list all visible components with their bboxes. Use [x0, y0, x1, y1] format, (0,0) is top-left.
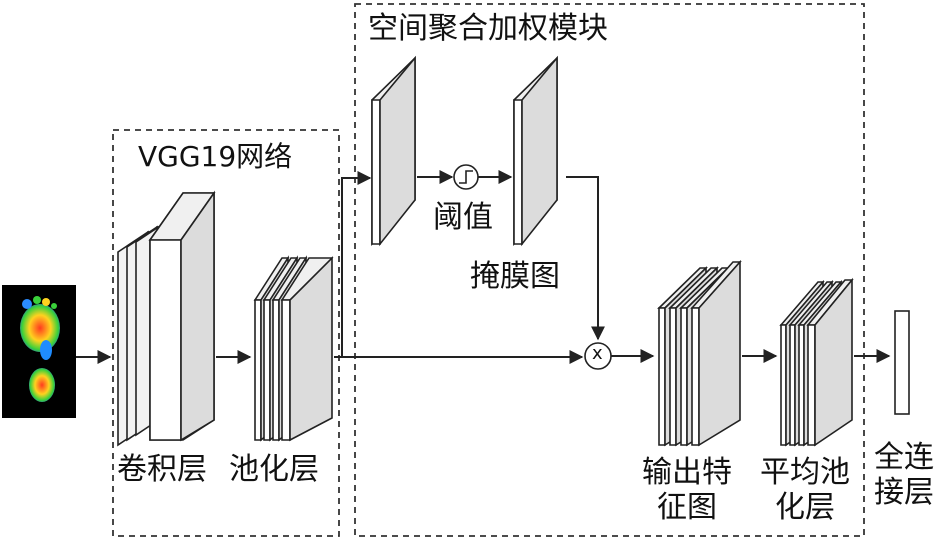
arrow-mask-to-multiply [566, 176, 605, 341]
avgpool-stack [779, 277, 854, 447]
vgg19-group-title: VGG19网络 [138, 140, 293, 173]
vgg19-group-box [112, 129, 340, 537]
output-feature-stack [657, 259, 742, 447]
arrow-branch-to-sam [341, 171, 372, 357]
foot-pressure-image [2, 285, 76, 418]
conv-layer-stack [117, 190, 216, 447]
avgpool-label: 平均池 化层 [750, 455, 860, 526]
avgpool-label-line1: 平均池 [760, 455, 850, 490]
fc-label-line1: 全连 [874, 440, 934, 475]
pool-label: 池化层 [229, 452, 319, 487]
mask-label: 掩膜图 [470, 259, 560, 294]
mask-layer [513, 55, 558, 247]
threshold-label: 阈值 [433, 200, 493, 235]
threshold-step-icon [453, 164, 479, 190]
sam-group-title: 空间聚合加权模块 [368, 11, 608, 46]
conv-label: 卷积层 [117, 452, 207, 487]
sam-input-layer [371, 55, 416, 247]
fc-layer [894, 310, 910, 415]
fc-label-line2: 接层 [874, 475, 934, 511]
sam-group-box [354, 3, 865, 537]
output-feature-label-line2: 征图 [657, 490, 717, 526]
output-feature-label-line1: 输出特 [642, 455, 732, 490]
pool-layer-stack [253, 255, 334, 442]
avgpool-label-line2: 化层 [775, 490, 835, 526]
output-feature-label: 输出特 征图 [632, 455, 742, 526]
fc-label: 全连 接层 [868, 440, 940, 511]
multiply-symbol: x [592, 343, 603, 364]
